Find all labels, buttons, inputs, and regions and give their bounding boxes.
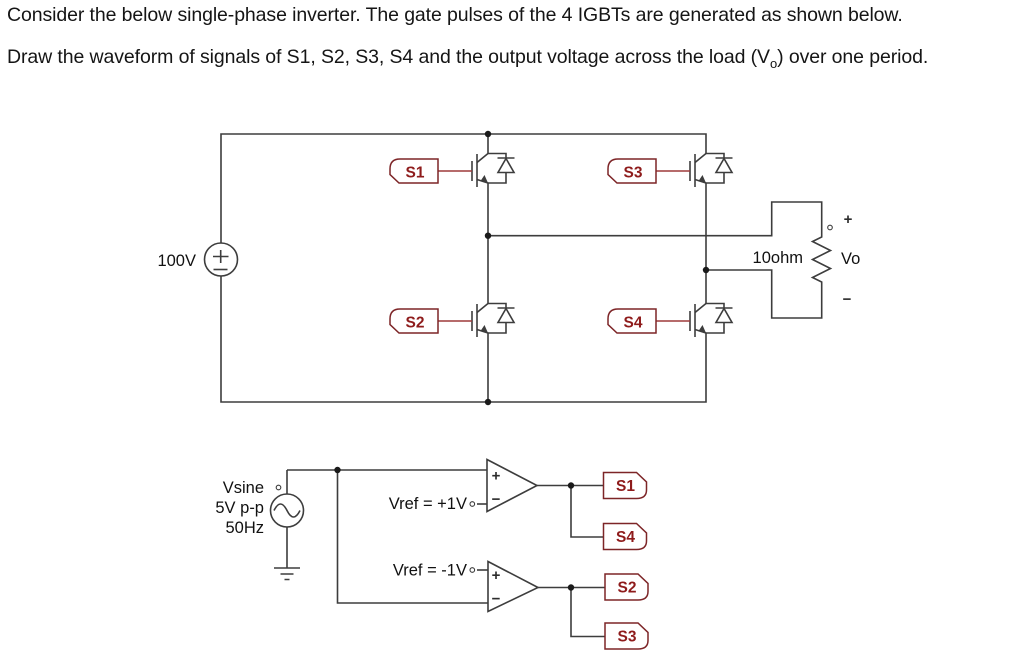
output-tag-s4-box <box>602 522 648 551</box>
inverter-circuit: 100V S1 S2 S3 <box>157 130 861 406</box>
output-tag-s2-label: S2 <box>618 580 637 597</box>
load-node-marker <box>827 224 833 231</box>
vref-minus-terminal <box>469 567 476 573</box>
generator-junction-dots <box>334 466 575 591</box>
load-resistor: 10ohm + Vo − <box>753 211 861 308</box>
comparator-bottom-minus-icon: − <box>492 591 501 608</box>
igbt-s2: S2 <box>389 302 516 338</box>
dc-source-circle <box>203 242 239 277</box>
problem-text-line2: Draw the waveform of signals of S1, S2, … <box>7 46 928 71</box>
output-tag-s1-box <box>602 471 648 500</box>
sine-voltage-source: Vsine 5V p-p 50Hz <box>215 479 305 581</box>
s3-tag-label: S3 <box>624 165 643 182</box>
vref-minus-label: Vref = -1V <box>393 562 467 580</box>
gate-pulse-generator: Vsine 5V p-p 50Hz + − Vref = +1V + − V <box>215 458 649 650</box>
s1-tag <box>389 158 439 184</box>
source-plus-icon <box>213 250 229 263</box>
dc-bus-wire <box>220 133 707 403</box>
comparator-bottom-plus-icon: + <box>492 567 501 584</box>
comparator-top-triangle <box>486 458 539 513</box>
problem-text-line2-pre: Draw the waveform of signals of S1, S2, … <box>7 46 770 68</box>
vo-subscript: o <box>769 55 778 71</box>
output-tag-s4: S4 <box>602 522 648 551</box>
sine-amplitude-label: 5V p-p <box>215 499 264 517</box>
igbt-s4: S4 <box>607 302 734 338</box>
load-plus-label: + <box>844 211 853 228</box>
sine-frequency-label: 50Hz <box>225 519 264 537</box>
comparator-top-minus-icon: − <box>492 491 501 508</box>
vref-plus-label: Vref = +1V <box>389 495 467 513</box>
s1-tag-label: S1 <box>406 165 425 182</box>
problem-text-line2-post: ) over one period. <box>777 46 929 68</box>
sine-name-label: Vsine <box>223 479 264 497</box>
s4-tag <box>607 308 657 334</box>
comparator-output-wires <box>537 484 605 638</box>
resistor-zigzag <box>810 233 833 289</box>
output-tag-s2: S2 <box>604 573 649 601</box>
output-tag-s3-box <box>604 622 649 650</box>
s2-tag-label: S2 <box>406 315 425 332</box>
dc-voltage-source: 100V <box>157 242 239 277</box>
inverter-wiring <box>220 133 823 403</box>
inverter-junction-dots <box>484 130 710 406</box>
comparator-bottom-triangle <box>487 560 540 613</box>
comparator-bottom: + − Vref = -1V <box>393 560 540 613</box>
dc-source-label: 100V <box>157 252 196 270</box>
igbt-s1: S1 <box>389 152 516 188</box>
ground-icon <box>274 567 300 581</box>
load-bottom-wire <box>706 269 823 319</box>
igbt-s3: S3 <box>607 152 734 188</box>
s3-tag <box>607 158 657 184</box>
sine-wave-icon <box>273 503 301 518</box>
output-tag-s4-label: S4 <box>616 529 635 546</box>
load-minus-label: − <box>843 291 852 308</box>
load-top-wire <box>488 201 823 237</box>
output-tag-s1-label: S1 <box>616 478 635 495</box>
sine-output-wire <box>286 469 488 604</box>
s4-tag-label: S4 <box>624 315 643 332</box>
load-voltage-label: Vo <box>841 250 860 268</box>
output-tag-s2-box <box>604 573 649 601</box>
load-resistance-label: 10ohm <box>753 249 803 267</box>
output-tag-s3-label: S3 <box>618 629 637 646</box>
problem-text-line1: Consider the below single-phase inverter… <box>7 4 903 26</box>
vref-plus-terminal <box>469 501 476 507</box>
s2-tag <box>389 308 439 334</box>
output-tag-s3: S3 <box>604 622 649 650</box>
output-tag-s1: S1 <box>602 471 648 500</box>
comparator-top: + − Vref = +1V <box>389 458 539 513</box>
sine-source-circle <box>269 493 305 528</box>
sine-terminal-marker <box>275 484 282 491</box>
comparator-top-plus-icon: + <box>492 468 501 485</box>
